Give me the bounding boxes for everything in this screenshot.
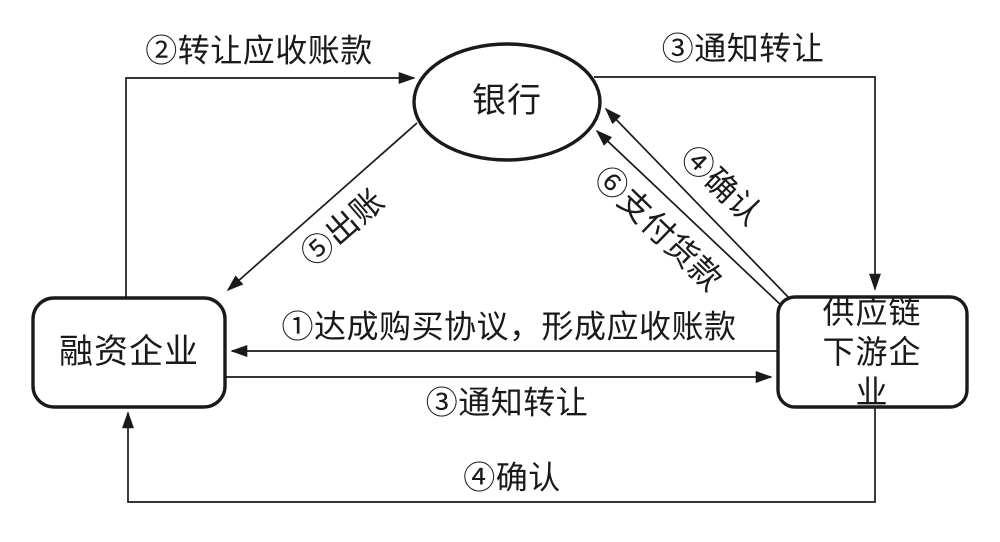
edge-confirm-to-bank-arrow bbox=[604, 107, 792, 301]
edge-label-transfer-receivables: ②转让应收账款 bbox=[145, 32, 373, 69]
edge-notify-transfer-top-arrow bbox=[594, 76, 881, 291]
downstream-node-label: 供应链 下游企业 bbox=[822, 294, 922, 410]
bank-node-shape bbox=[412, 42, 602, 162]
edge-label-confirm-to-financing: ④确认 bbox=[463, 459, 561, 496]
edge-transfer-receivables-arrow bbox=[125, 72, 416, 298]
edge-pay-goods-arrow bbox=[595, 129, 784, 308]
edge-label-notify-transfer-top: ③通知转让 bbox=[661, 30, 825, 67]
financing-node-shape bbox=[31, 296, 227, 409]
edge-disburse-arrow bbox=[226, 122, 418, 292]
downstream-node-shape bbox=[776, 295, 969, 409]
edge-label-notify-transfer-bottom: ③通知转让 bbox=[425, 384, 589, 421]
edge-label-purchase-agreement: ①达成购买协议，形成应收账款 bbox=[281, 308, 737, 345]
edge-confirm-to-financing-arrow bbox=[122, 407, 876, 503]
financing-node-label: 融资企业 bbox=[59, 333, 199, 371]
bank-node-label: 银行 bbox=[472, 82, 542, 120]
